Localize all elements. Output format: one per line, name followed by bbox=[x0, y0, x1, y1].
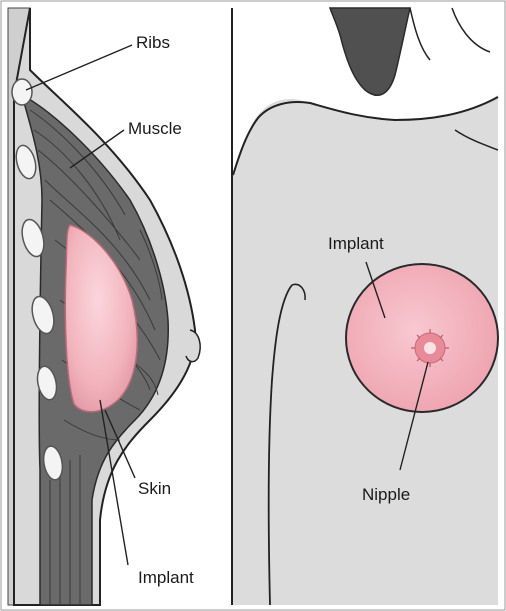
ribs-label: Ribs bbox=[136, 33, 170, 52]
side-view-panel: Ribs Muscle Skin Implant bbox=[8, 8, 230, 605]
rib bbox=[12, 79, 32, 105]
front-view-panel: Implant Nipple bbox=[233, 8, 498, 605]
muscle-label: Muscle bbox=[128, 119, 182, 138]
nipple-label: Nipple bbox=[362, 485, 410, 504]
implant-front-label: Implant bbox=[328, 234, 384, 253]
skin-label: Skin bbox=[138, 479, 171, 498]
implant-side-label: Implant bbox=[138, 568, 194, 587]
